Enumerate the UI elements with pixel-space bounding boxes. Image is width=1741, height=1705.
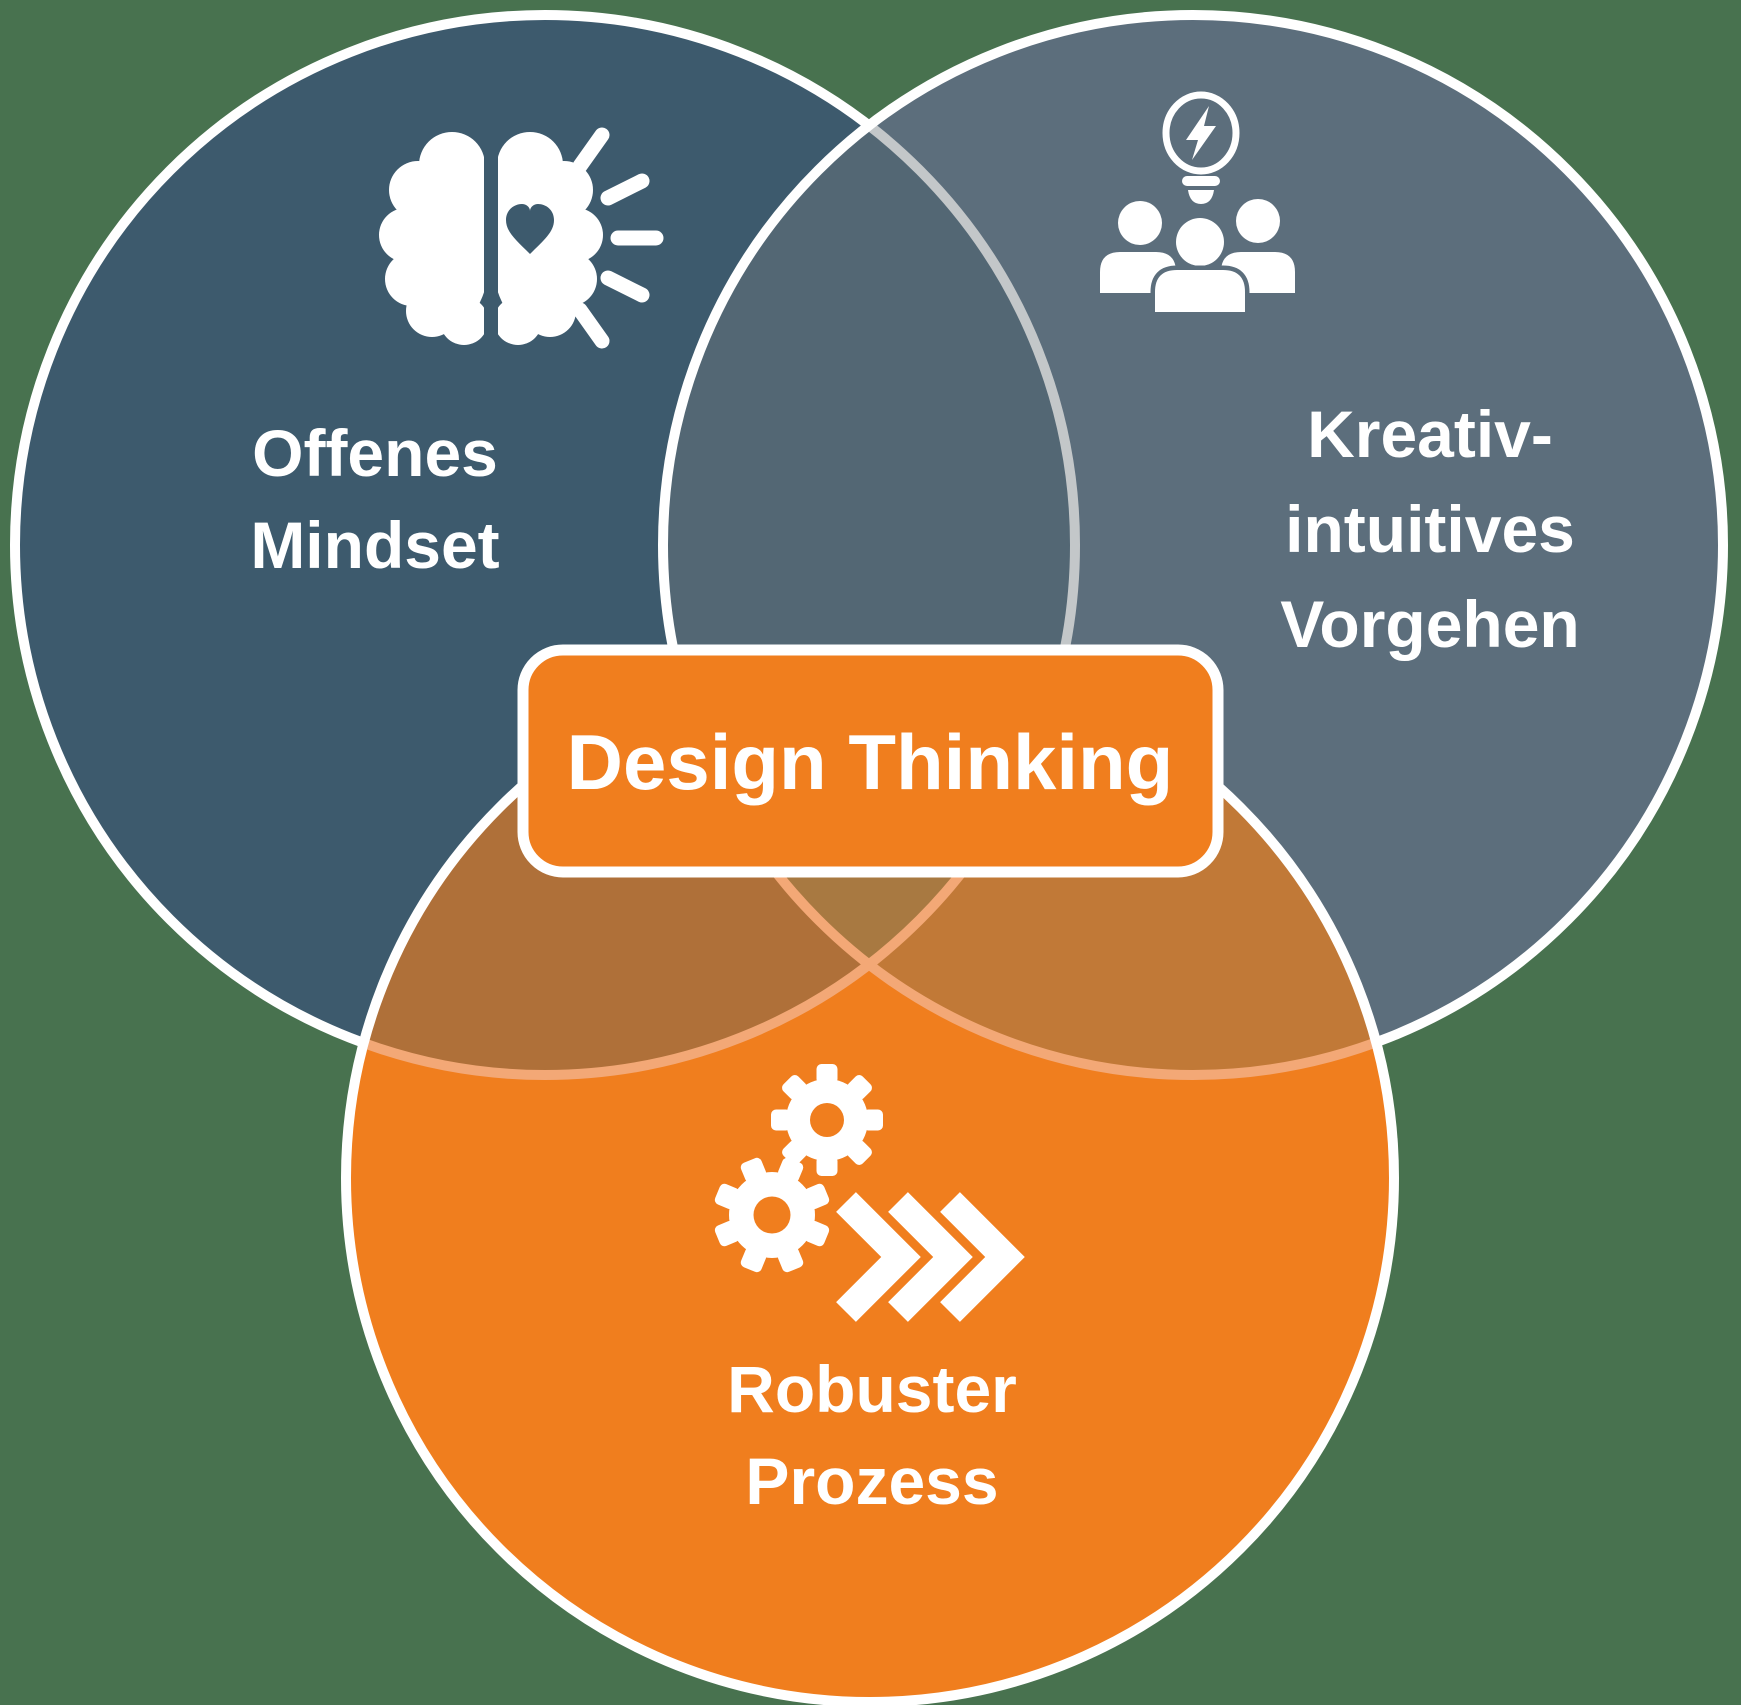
person-center-body [1150,265,1250,317]
creative-intuitive-line-1: Kreativ- [1307,397,1553,471]
right-circle-arc-under-orange [658,654,1394,1080]
gears-chevron-icon [714,1064,1025,1322]
creative-intuitive-label: Kreativ- intuitives Vorgehen [1280,397,1579,661]
brain-heart-icon [379,126,664,349]
diagram-title: Design Thinking [567,718,1174,806]
robust-process-line-2: Prozess [745,1444,998,1518]
gear-small-hole [810,1103,844,1137]
person-right-head [1236,199,1280,243]
team-lightbulb-icon [1100,91,1295,317]
brain-divider [484,126,498,348]
brain-right-lobe [478,132,603,345]
person-left-head [1118,201,1162,245]
open-mindset-line-1: Offenes [252,416,498,490]
triple-chevron-icon [836,1192,1025,1322]
gear-large-icon [714,1157,830,1273]
title-box-background [517,644,1224,878]
open-mindset-label: Offenes Mindset [250,416,499,582]
lightbulb-icon [1162,91,1240,204]
open-mindset-line-2: Mindset [250,508,499,582]
design-thinking-box: Design Thinking [517,644,1224,878]
gear-small-icon [771,1064,883,1176]
robust-process-line-1: Robuster [727,1352,1017,1426]
lightning-bolt-icon [1186,106,1216,160]
creative-intuitive-line-2: intuitives [1285,492,1575,566]
creative-intuitive-line-3: Vorgehen [1280,587,1579,661]
team-icon [1100,199,1295,317]
person-center-head [1171,213,1229,271]
robust-process-label: Robuster Prozess [727,1352,1017,1518]
brain-rays [572,127,664,349]
gear-large-hole [753,1196,791,1234]
heart-icon [506,204,554,254]
left-circle-arc-under-orange [346,654,1080,1080]
left-circle-arc-under-right [663,15,1080,1075]
